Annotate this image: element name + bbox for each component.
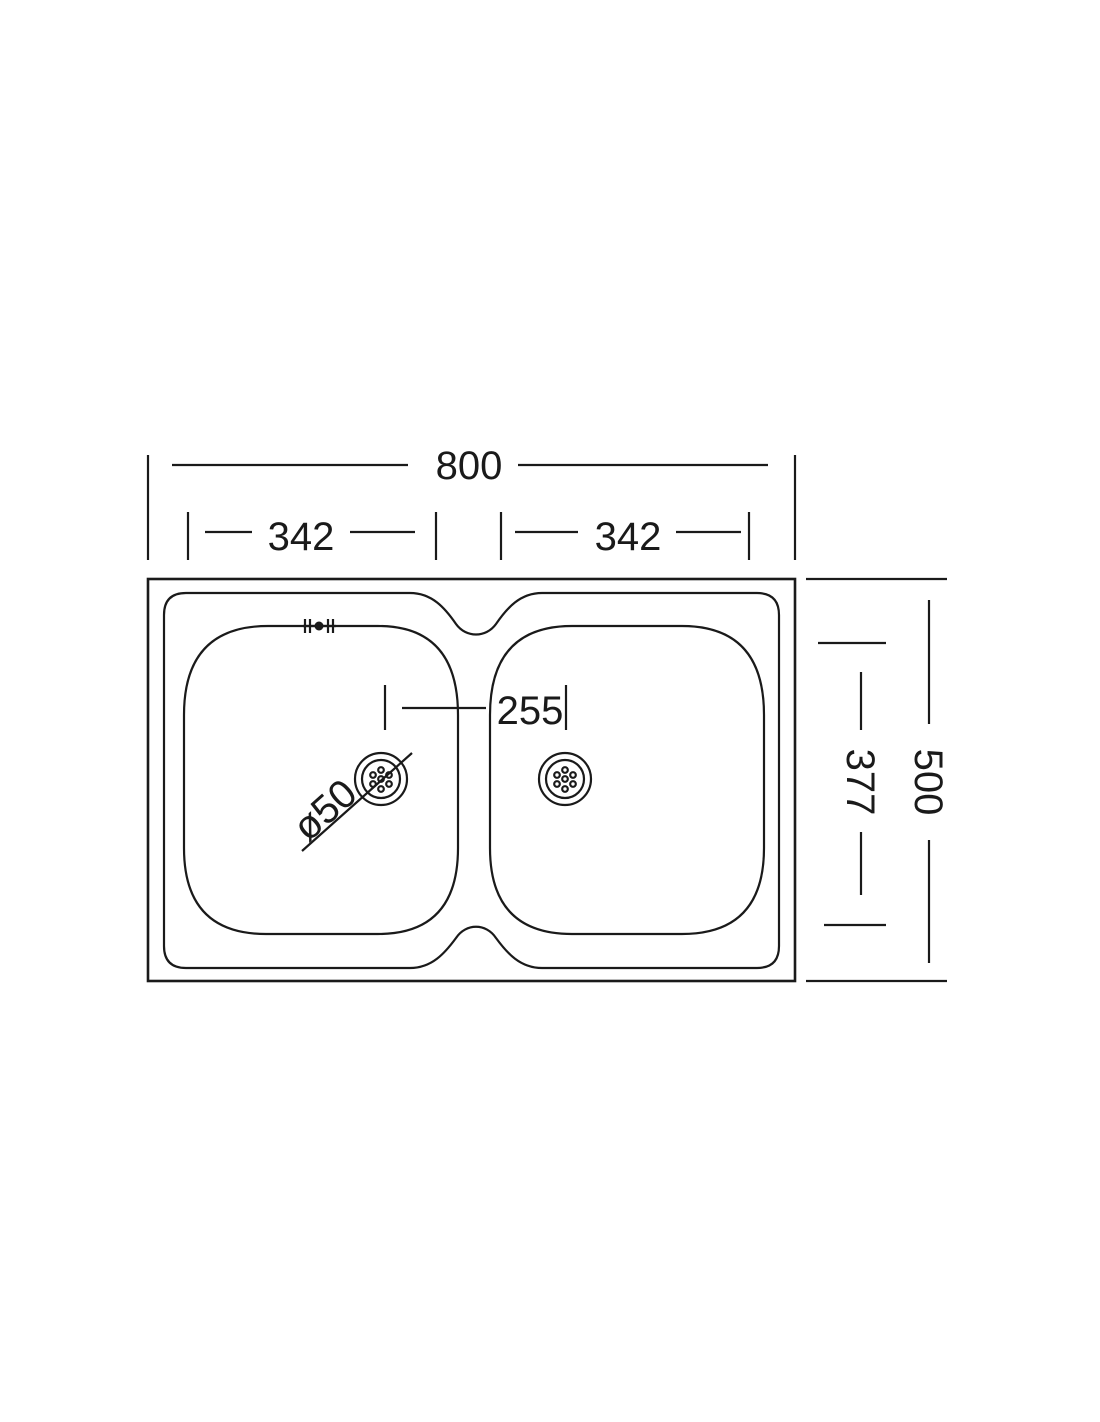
- bowl-width-left-dimension: 342: [186, 512, 438, 560]
- overall-depth-label: 500: [906, 749, 950, 816]
- bowl-width-right-label: 342: [595, 515, 662, 559]
- sink-inner-rim: [162, 591, 781, 970]
- overall-width-label: 800: [436, 444, 503, 488]
- overflow-icon: [303, 619, 336, 633]
- drain-offset-label: 255: [497, 689, 564, 733]
- left-bowl: [182, 624, 460, 936]
- bowl-width-right-dimension: 342: [499, 512, 751, 560]
- sink-outer-edge: [146, 577, 797, 983]
- drain-diameter-label: ø50: [285, 771, 366, 850]
- overall-width-dimension: 800: [146, 444, 797, 560]
- bowl-width-left-label: 342: [268, 515, 335, 559]
- drain-strainer-icon: [537, 751, 593, 807]
- bowl-depth-dimension: 377: [818, 641, 886, 927]
- sink-body: [146, 577, 797, 983]
- drain-offset-dimension: 255: [383, 685, 568, 733]
- bowl-depth-label: 377: [838, 749, 882, 816]
- right-bowl: [488, 624, 766, 936]
- overall-depth-dimension: 500: [806, 577, 950, 983]
